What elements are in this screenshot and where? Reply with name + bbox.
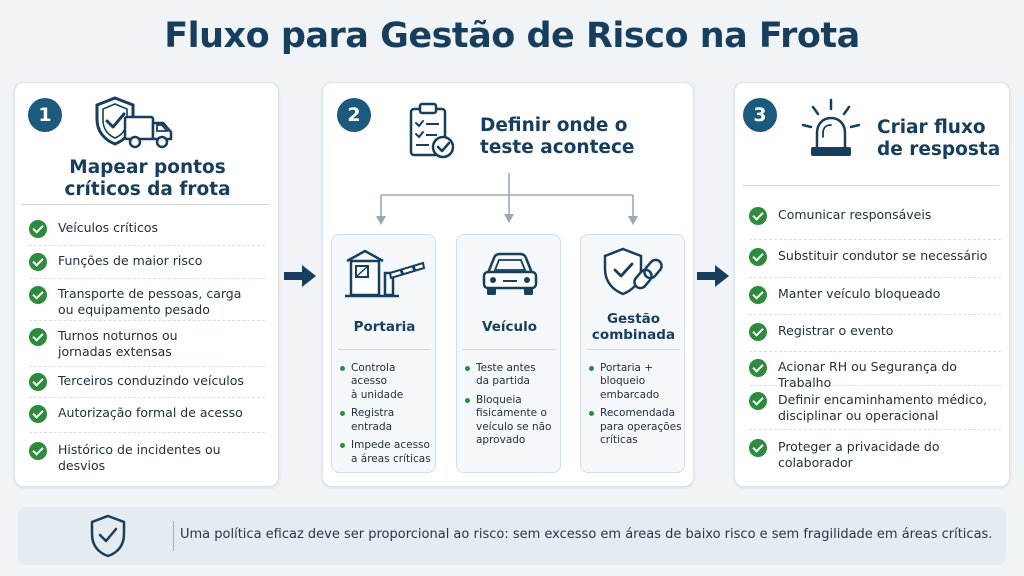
check-circle-icon (749, 286, 767, 304)
check-circle-icon (29, 442, 47, 460)
step-1-card: 1 Mapear pontos críticos da frota Veícul… (14, 82, 279, 487)
list-item: Proteger a privacidade do colaborador (749, 430, 1001, 470)
check-circle-icon (749, 359, 767, 377)
check-circle-icon (29, 373, 47, 391)
flow-arrow-1-to-2 (284, 265, 316, 287)
list-item: Terceiros conduzindo veículos (29, 367, 265, 398)
option-veiculo-title: Veículo (481, 319, 537, 335)
list-item: Definir encaminhamento médico,disciplina… (749, 386, 1001, 430)
option-portaria-title: Portaria (353, 319, 416, 335)
step-1-heading: Mapear pontos críticos da frota (64, 157, 231, 201)
list-item: Funções de maior risco (29, 246, 265, 279)
list-item: Veículos críticos (29, 216, 265, 246)
page-title: Fluxo para Gestão de Risco na Frota (164, 16, 860, 56)
step-2-heading: Definir onde o teste acontece (480, 115, 635, 159)
branch-connector (376, 173, 638, 225)
list-item: Histórico de incidentes ou desvios (29, 433, 265, 473)
step-3-number-badge: 3 (743, 98, 777, 132)
option-gestao-combinada-title: Gestão combinada (591, 311, 676, 344)
step-3-checklist: Comunicar responsáveis Substituir condut… (749, 202, 1001, 470)
check-circle-icon (29, 405, 47, 423)
check-circle-icon (749, 248, 767, 266)
option-gestao-combinada-divider (587, 349, 680, 350)
truck-icon (123, 115, 173, 149)
list-item: Manter veículo bloqueado (749, 278, 1001, 315)
option-veiculo-divider (463, 349, 556, 350)
check-circle-icon (29, 328, 47, 346)
check-circle-icon (749, 323, 767, 341)
check-circle-icon (29, 220, 47, 238)
list-item: Registrar o evento (749, 315, 1001, 352)
step-2-number-badge: 2 (337, 98, 371, 132)
step-3-card: 3 Criar fluxo de resposta Comunicar resp… (734, 82, 1010, 487)
list-item: Autorização formal de acesso (29, 398, 265, 433)
footer-text: Uma política eficaz deve ser proporciona… (180, 527, 993, 542)
check-circle-icon (29, 286, 47, 304)
check-circle-icon (749, 439, 767, 457)
footer-note: Uma política eficaz deve ser proporciona… (18, 507, 1006, 565)
alarm-beacon-icon (801, 98, 861, 156)
list-item: Substituir condutor se necessário (749, 240, 1001, 278)
list-item: Registra entrada (339, 407, 433, 434)
step-3-heading: Criar fluxo de resposta (877, 117, 1001, 161)
check-circle-icon (749, 207, 767, 225)
step-1-divider (21, 204, 270, 205)
step-1-checklist: Veículos críticos Funções de maior risco… (29, 216, 265, 473)
flow-arrow-2-to-3 (697, 265, 729, 287)
option-portaria-divider (338, 349, 431, 350)
footer-separator (173, 521, 174, 551)
car-icon (482, 252, 537, 295)
shield-link-icon (603, 247, 663, 296)
list-item: Acionar RH ou Segurança do Trabalho (749, 352, 1001, 390)
gate-barrier-icon (344, 249, 425, 298)
step-3-divider (743, 185, 999, 186)
shield-check-icon (90, 514, 126, 558)
list-item: Comunicar responsáveis (749, 202, 1001, 240)
check-circle-icon (749, 392, 767, 410)
step-1-number-badge: 1 (28, 98, 62, 132)
check-circle-icon (29, 253, 47, 271)
clipboard-check-icon (409, 102, 455, 159)
